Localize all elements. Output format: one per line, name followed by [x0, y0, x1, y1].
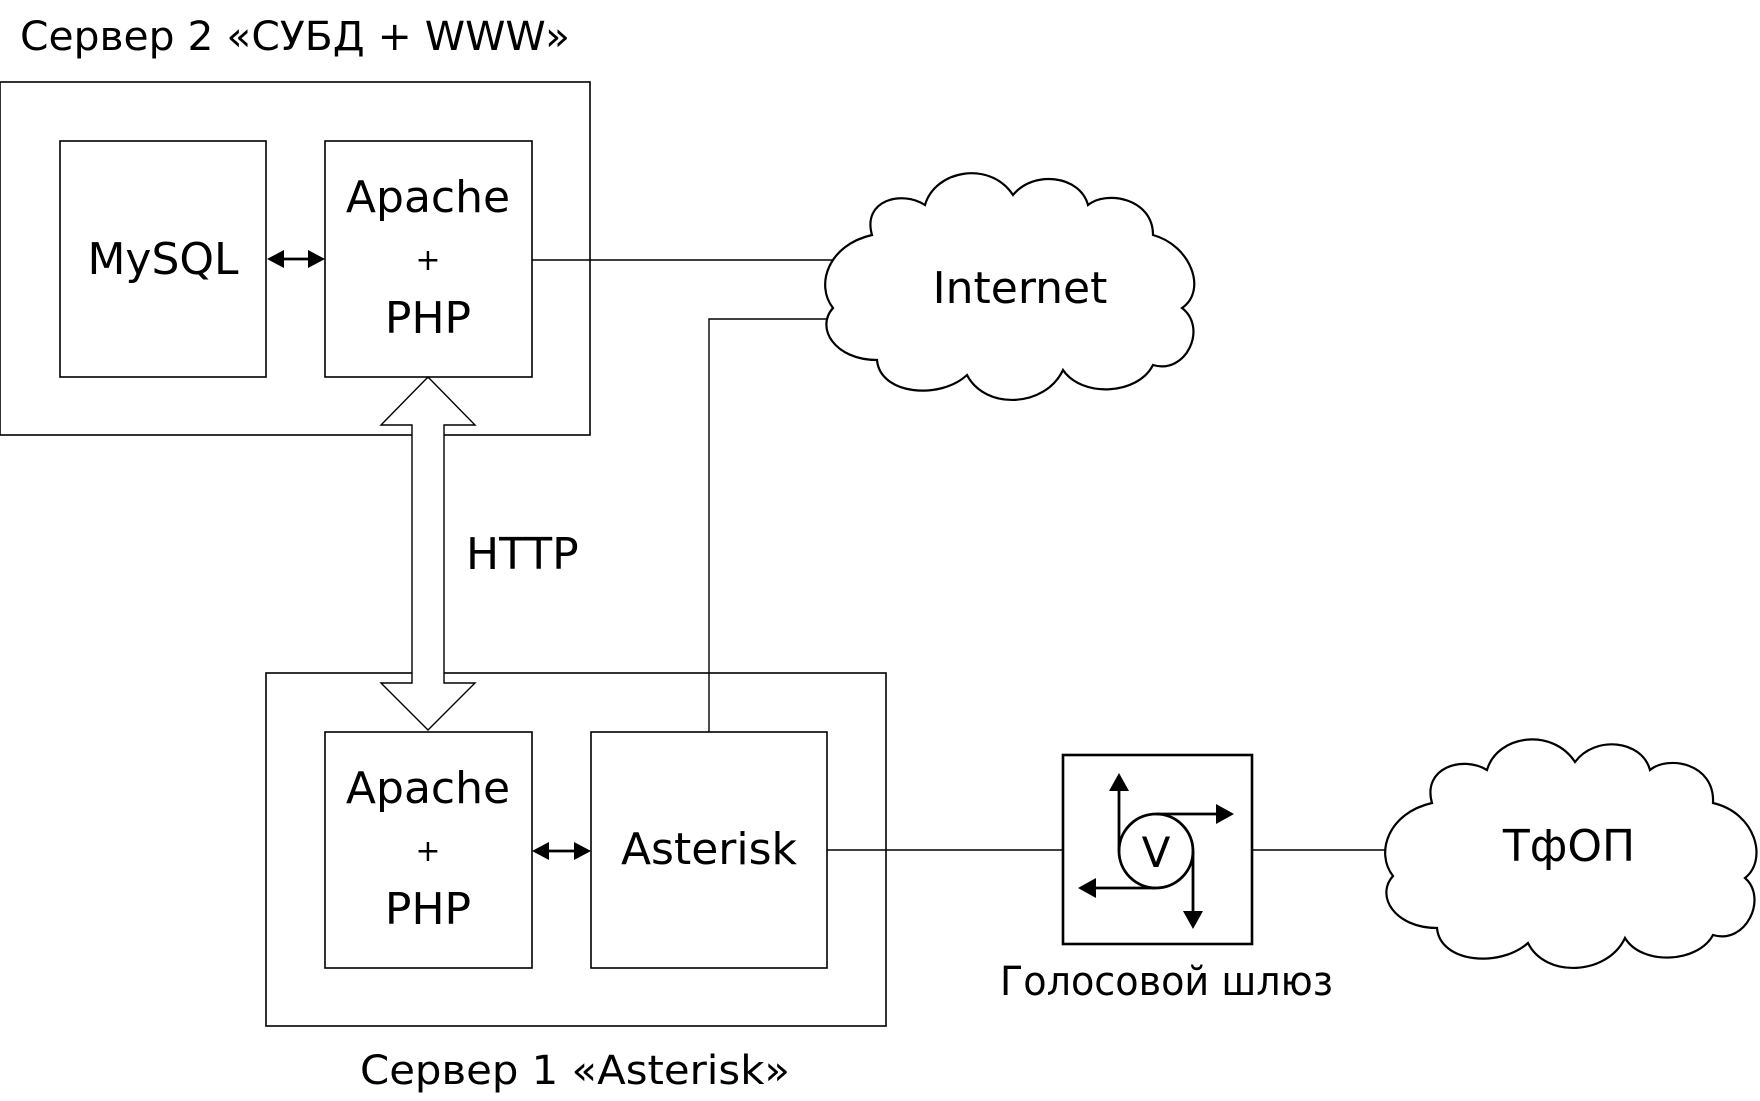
- server1-caption: Сервер 1 «Asterisk»: [360, 1048, 790, 1094]
- gateway-symbol: V: [1142, 828, 1171, 877]
- server2-php-label: PHP: [385, 293, 471, 344]
- apache-asterisk-double-arrow: [532, 842, 591, 860]
- internet-label: Internet: [933, 263, 1108, 314]
- mysql-block: [59, 140, 267, 378]
- server2-plus-label: +: [415, 243, 440, 278]
- server2-apache-label: Apache: [346, 172, 510, 223]
- server2-caption: Сервер 2 «СУБД + WWW»: [20, 14, 570, 60]
- mysql-apache-double-arrow: [267, 250, 325, 268]
- server1-php-label: PHP: [385, 884, 471, 935]
- mysql-label: MySQL: [87, 234, 239, 285]
- server1-plus-label: +: [415, 834, 440, 869]
- gateway-routing-icon: V: [1078, 773, 1234, 929]
- asterisk-internet-line: [708, 318, 835, 732]
- http-label: HTTP: [466, 529, 579, 580]
- server1-apache-label: Apache: [346, 763, 510, 814]
- voice-gateway: V Голосовой шлюз: [1000, 753, 1333, 1005]
- gateway-caption: Голосовой шлюз: [1000, 959, 1333, 1005]
- asterisk-label: Asterisk: [621, 824, 798, 875]
- internet-cloud: Internet: [824, 172, 1196, 401]
- asterisk-block: [590, 731, 828, 969]
- server1-apache-php-block: [324, 731, 533, 969]
- pstn-cloud: ТфОП: [1384, 738, 1758, 969]
- pstn-label: ТфОП: [1502, 821, 1635, 872]
- http-double-arrow: [379, 375, 477, 731]
